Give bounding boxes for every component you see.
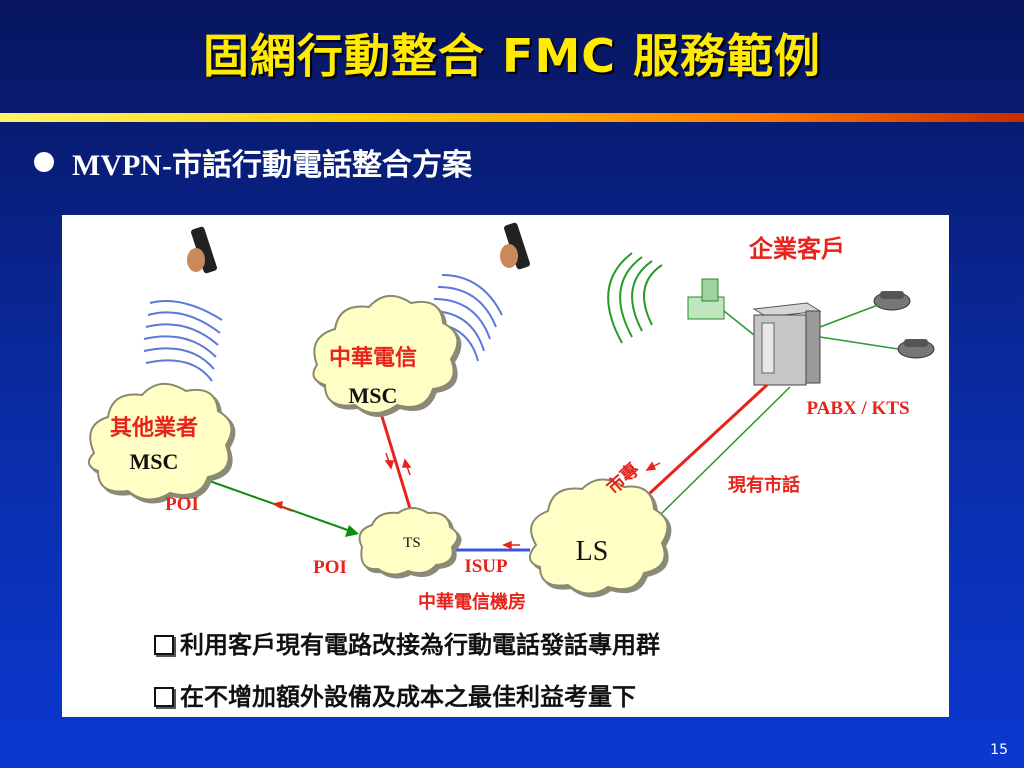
ls-label: LS xyxy=(576,536,609,567)
desk-phone-icon xyxy=(687,278,725,320)
bullet-heading: MVPN-市話行動電話整合方案 xyxy=(72,149,472,182)
cht-msc-label: MSC xyxy=(349,383,398,408)
cht-msc-cloud xyxy=(312,295,459,414)
desk-phone-to-pabx-line xyxy=(723,310,755,336)
note-1: 利用客戶現有電路改接為行動電話發話專用群 xyxy=(154,625,660,660)
pabx-cabinet-icon xyxy=(752,302,822,386)
flow-arrows xyxy=(272,452,661,550)
checkbox-icon xyxy=(154,687,174,707)
cht-room-label: 中華電信機房 xyxy=(418,591,526,613)
ts-cloud xyxy=(358,507,459,576)
poi-label-left: POI xyxy=(165,494,199,515)
pabx-label: PABX / KTS xyxy=(806,398,909,419)
isup-label: ISUP xyxy=(464,556,508,577)
extension-phone-icon-2 xyxy=(897,339,935,359)
title-divider xyxy=(0,113,1024,122)
dedicated-line-ls-pabx xyxy=(635,383,769,507)
checkbox-icon xyxy=(154,635,174,655)
other-msc-label: MSC xyxy=(130,449,179,474)
note-1-text: 利用客戶現有電路改接為行動電話發話專用群 xyxy=(180,630,660,659)
mobile-phone-icon-left xyxy=(187,226,217,274)
signal-waves-left xyxy=(143,300,223,382)
poi-link xyxy=(186,472,357,534)
pabx-to-phone-line-1 xyxy=(819,304,879,328)
msc-to-ts-line xyxy=(378,409,414,516)
page-number: 15 xyxy=(990,742,1008,758)
network-diagram: 中華電信 MSC 其他業者 MSC TS LS 企業客戶 PABX / KTS … xyxy=(62,215,949,717)
slide-title: 固網行動整合 FMC 服務範例 xyxy=(203,29,821,83)
pabx-to-phone-line-2 xyxy=(819,336,899,350)
bullet-dot xyxy=(34,152,54,172)
other-msc-cloud xyxy=(87,383,233,501)
signal-waves-enterprise xyxy=(607,252,663,344)
ls-cloud xyxy=(529,478,669,595)
extension-phone-icon-1 xyxy=(873,291,911,311)
mobile-phone-icon-center xyxy=(500,222,530,270)
note-2: 在不增加額外設備及成本之最佳利益考量下 xyxy=(154,677,636,712)
cht-msc-title: 中華電信 xyxy=(329,345,417,371)
other-msc-title: 其他業者 xyxy=(110,415,198,441)
enterprise-label: 企業客戶 xyxy=(749,234,845,263)
existing-line-ls-pabx xyxy=(659,386,791,516)
poi-label-bottom: POI xyxy=(313,557,347,578)
ts-label: TS xyxy=(403,535,421,551)
existing-line-label: 現有市話 xyxy=(728,474,800,496)
poi-arrow-right xyxy=(345,525,359,537)
note-2-text: 在不增加額外設備及成本之最佳利益考量下 xyxy=(180,682,636,711)
